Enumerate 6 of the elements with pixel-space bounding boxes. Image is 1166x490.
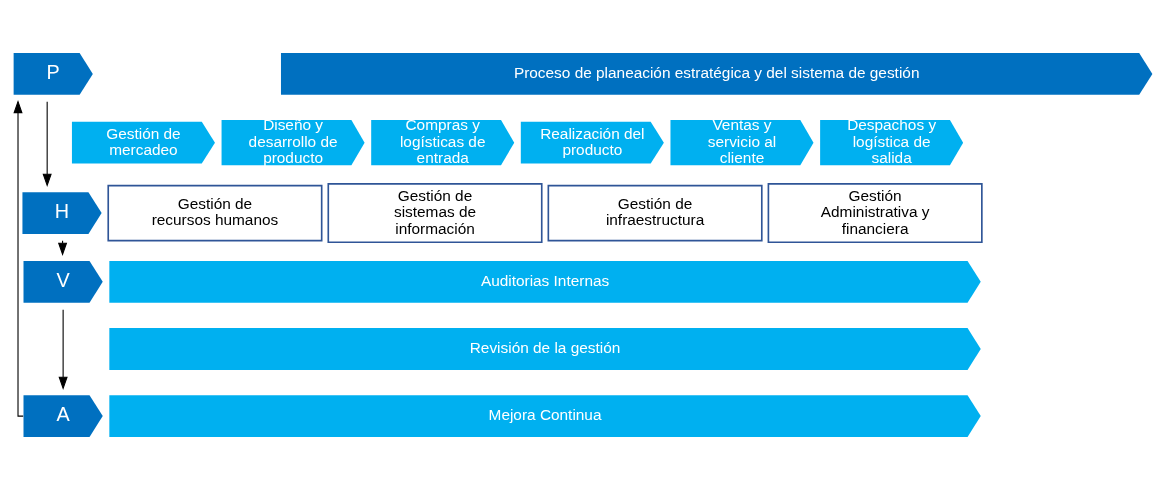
- arrow: [42, 101, 52, 187]
- node-box: Gestión de sistemas de información: [327, 183, 543, 244]
- arrow: [58, 309, 68, 390]
- node-box: Gestión de infraestructura: [547, 184, 763, 242]
- node-box: Gestión Administrativa y financiera: [767, 183, 983, 244]
- node-box: Gestión de recursos humanos: [107, 184, 323, 242]
